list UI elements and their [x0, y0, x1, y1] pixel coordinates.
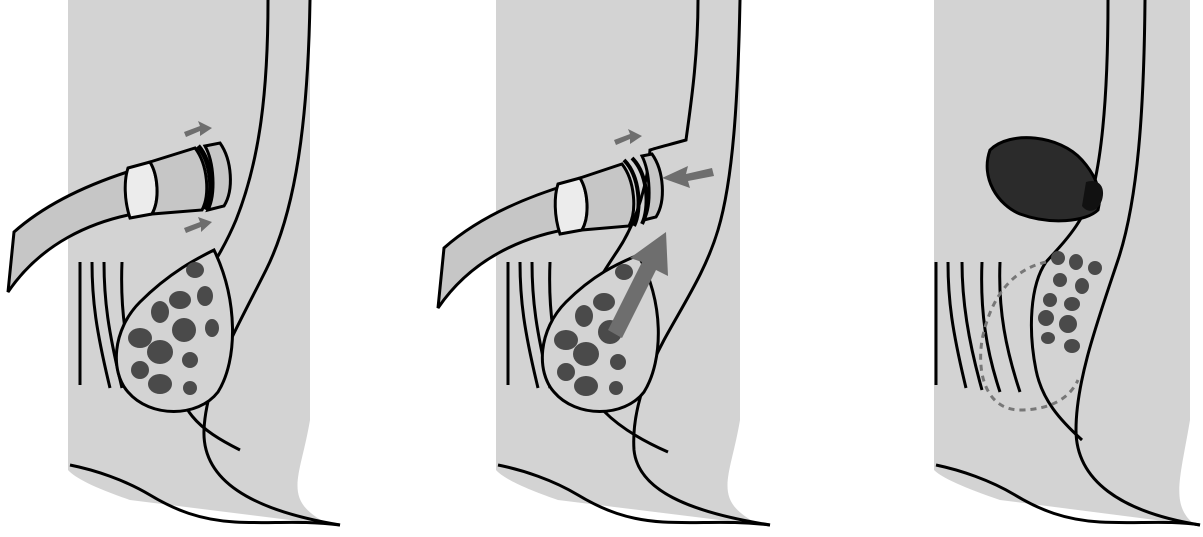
- tube-collar: [555, 178, 587, 234]
- panel-2: [428, 0, 828, 537]
- cup-body: [150, 148, 207, 214]
- cup-body: [580, 164, 634, 230]
- panel-background: [934, 0, 1195, 525]
- panel-1: [0, 0, 400, 537]
- tube-collar: [125, 162, 157, 218]
- panel-3: [850, 0, 1203, 537]
